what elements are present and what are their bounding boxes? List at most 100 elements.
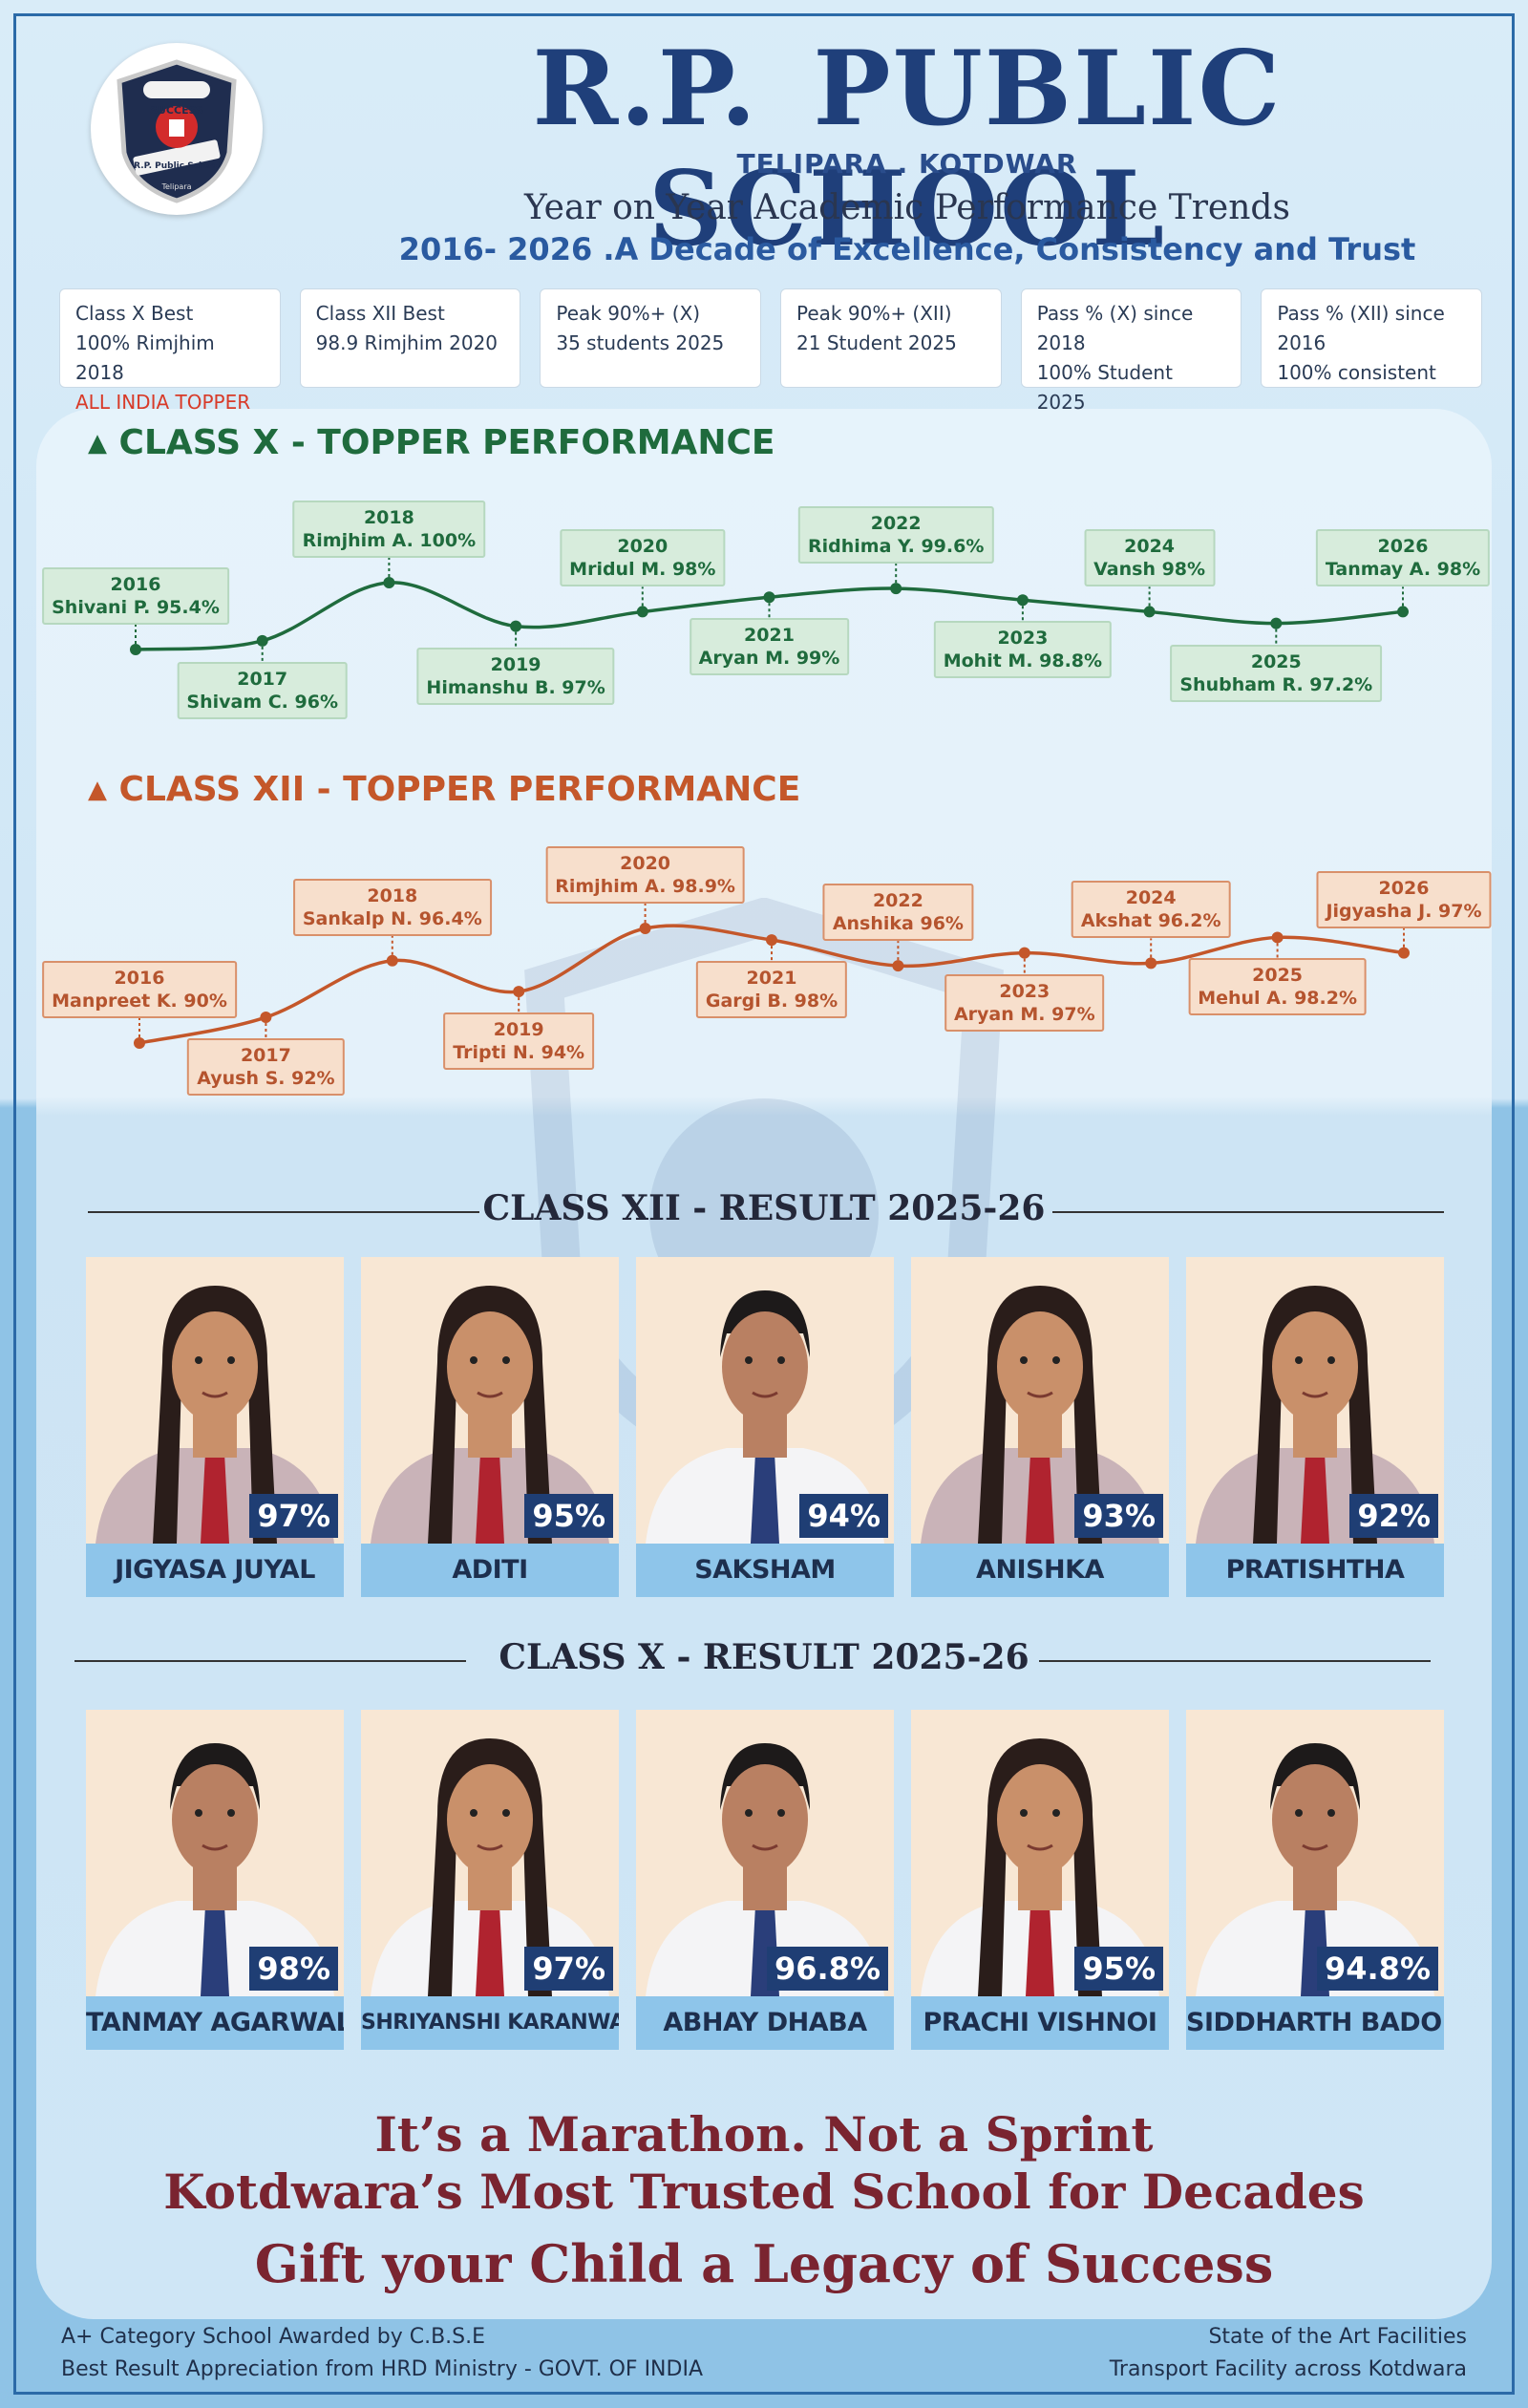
chart-data-point — [134, 1037, 145, 1049]
chart-label-year: 2023 — [999, 980, 1050, 1002]
stat-label: Pass % (XII) since 2016 — [1277, 302, 1445, 354]
chart-label-year: 2020 — [620, 853, 671, 874]
student-card: 98%TANMAY AGARWAL — [86, 1710, 344, 2050]
student-card: 92% PRATISHTHA — [1186, 1257, 1444, 1597]
chart-label-year: 2017 — [240, 1045, 291, 1067]
student-percent-badge: 92% — [1349, 1494, 1438, 1538]
class-x-chart-title: CLASS X - TOPPER PERFORMANCE — [118, 423, 775, 462]
class-x-chart-heading: ▲ CLASS X - TOPPER PERFORMANCE — [88, 423, 775, 462]
student-photo: 96.8% — [636, 1710, 894, 1996]
class-xii-chart-heading: ▲ CLASS XII - TOPPER PERFORMANCE — [88, 770, 800, 809]
chart-label-year: 2024 — [1124, 536, 1176, 558]
class-x-result-heading: CLASS X - RESULT 2025-26 — [499, 1637, 1029, 1677]
chart-label-topper: Gargi B. 98% — [705, 991, 838, 1012]
footer-transport: Transport Facility across Kotdwara — [1109, 2357, 1467, 2381]
stat-value: 100% consistent — [1277, 361, 1436, 384]
stat-card: Peak 90%+ (X)35 students 2025 — [540, 288, 762, 388]
student-card: 95% PRACHI VISHNOI — [911, 1710, 1169, 2050]
divider-line — [88, 1211, 479, 1213]
motto-line-3: Gift your Child a Legacy of Success — [254, 2233, 1274, 2294]
student-name: PRACHI VISHNOI — [911, 1996, 1169, 2050]
chart-label-topper: Aryan M. 97% — [953, 1003, 1095, 1025]
chart-label-topper: Mohit M. 98.8% — [943, 650, 1103, 672]
chart-data-point — [1018, 947, 1030, 959]
logo-text-bottom: Telipara — [161, 182, 192, 191]
student-name: SAKSHAM — [636, 1544, 894, 1597]
chart-label-topper: Tanmay A. 98% — [1325, 559, 1481, 581]
stat-label: Class X Best — [75, 302, 194, 325]
student-portrait-icon — [371, 1286, 609, 1544]
chart-label-topper: Shivam C. 96% — [186, 691, 338, 713]
chart-label-topper: Rimjhim A. 98.9% — [555, 876, 735, 897]
student-percent-badge: 96.8% — [766, 1947, 888, 1991]
student-percent-badge: 94.8% — [1316, 1947, 1438, 1991]
school-location: TELIPARA . KOTDWAR — [736, 148, 1078, 180]
student-portrait-icon — [96, 1743, 334, 1996]
stat-label: Class XII Best — [315, 302, 445, 325]
student-name: ANISHKA — [911, 1544, 1169, 1597]
student-photo: 97% — [361, 1710, 619, 1996]
class-xii-result-heading: CLASS XII - RESULT 2025-26 — [482, 1188, 1046, 1228]
chart-label-year: 2026 — [1378, 877, 1430, 899]
chart-label-year: 2017 — [237, 668, 288, 690]
chart-label-topper: Aryan M. 99% — [698, 648, 840, 670]
school-name: R.P. PUBLIC SCHOOL — [532, 29, 1283, 269]
chart-data-point — [766, 934, 777, 947]
chart-label-topper: Shubham R. 97.2% — [1179, 673, 1373, 695]
chart-data-point — [1271, 931, 1284, 944]
student-percent-badge: 94% — [799, 1494, 888, 1538]
chart-label-topper: Sankalp N. 96.4% — [302, 907, 482, 929]
chart-data-point — [513, 986, 525, 998]
chart-label-topper: Shivani P. 95.4% — [52, 597, 220, 618]
stat-value: 100% Rimjhim 2018 — [75, 331, 215, 384]
student-photo: 93% — [911, 1257, 1169, 1544]
stat-value: 21 Student 2025 — [796, 331, 957, 354]
student-card: 97%SHRIYANSHI KARANWAL — [361, 1710, 619, 2050]
chart-label-topper: Jigyasha J. 97% — [1326, 900, 1482, 922]
student-photo: 95% — [911, 1710, 1169, 1996]
student-photo: 98% — [86, 1710, 344, 1996]
motto-line-2: Kotdwara’s Most Trusted School for Decad… — [163, 2163, 1365, 2220]
chart-data-point — [1398, 947, 1410, 959]
student-name: PRATISHTHA — [1186, 1544, 1444, 1597]
chart-label-topper: Mehul A. 98.2% — [1198, 988, 1357, 1010]
student-name: JIGYASA JUYAL — [86, 1544, 344, 1597]
stat-card: Peak 90%+ (XII)21 Student 2025 — [780, 288, 1002, 388]
chart-label-year: 2019 — [490, 653, 541, 675]
chart-data-point — [386, 954, 398, 967]
stat-value: 98.9 Rimjhim 2020 — [315, 331, 499, 354]
chart-label-topper: Akshat 96.2% — [1080, 910, 1221, 932]
chart-label-topper: Tripti N. 94% — [453, 1042, 585, 1064]
motto-line-1: It’s a Marathon. Not a Sprint — [374, 2106, 1154, 2163]
chart-data-point — [1270, 617, 1283, 629]
chart-label-topper: Anshika 96% — [832, 913, 964, 935]
footer-left: A+ Category School Awarded by C.B.S.E Be… — [61, 2321, 703, 2386]
chart-label-year: 2022 — [872, 890, 923, 912]
stat-note: ALL INDIA TOPPER — [75, 391, 251, 414]
chart-data-point — [383, 577, 395, 588]
chart-data-point — [510, 620, 522, 632]
footer-facilities: State of the Art Facilities — [1208, 2325, 1467, 2349]
shield-icon — [117, 59, 237, 203]
chart-label-year: 2018 — [367, 884, 418, 906]
chart-label-year: 2020 — [617, 536, 668, 558]
stat-value: 35 students 2025 — [556, 331, 725, 354]
footer-award: A+ Category School Awarded by C.B.S.E — [61, 2325, 486, 2349]
student-percent-badge: 95% — [1074, 1947, 1163, 1991]
chart-label-topper: Himanshu B. 97% — [426, 676, 605, 698]
chart-label-year: 2016 — [110, 574, 161, 595]
